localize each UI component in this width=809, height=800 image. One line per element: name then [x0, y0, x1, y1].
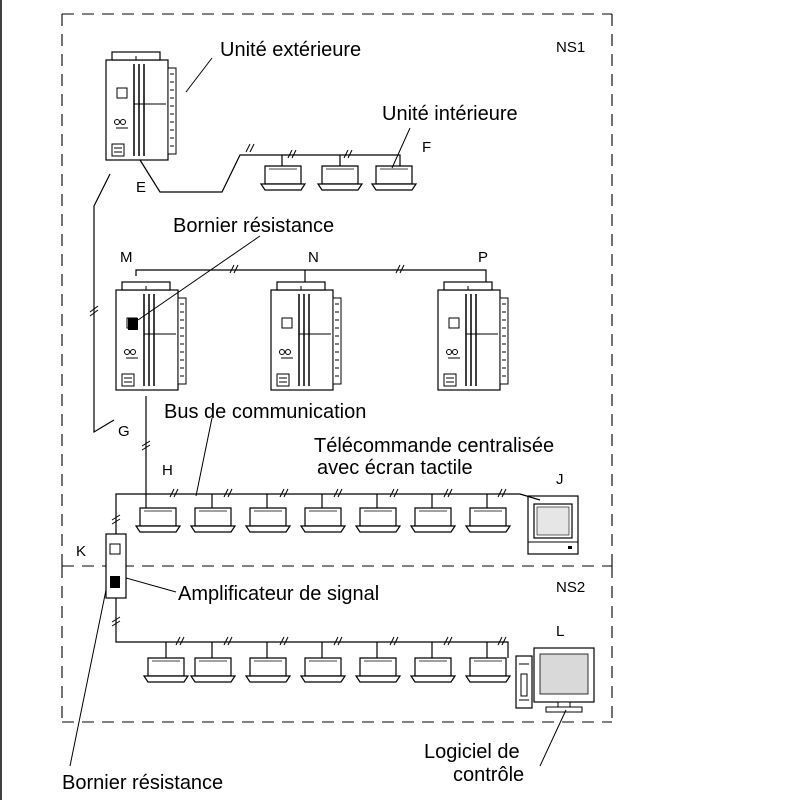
indoor-unit [371, 165, 417, 191]
letter-e: E [136, 179, 146, 196]
indoor-unit [143, 657, 189, 683]
zone-ns1-boundary [61, 13, 613, 566]
indoor-unit [135, 507, 181, 533]
outdoor-unit-p [437, 281, 509, 391]
indoor-unit [465, 657, 511, 683]
callout-leaders [69, 57, 567, 767]
letter-h: H [162, 462, 173, 479]
indoor-unit [410, 507, 456, 533]
zone-ns2-label: NS2 [556, 579, 585, 596]
letter-n: N [308, 249, 319, 266]
indoor-unit [245, 507, 291, 533]
indoor-unit [300, 507, 346, 533]
label-signal-amplifier: Amplificateur de signal [178, 583, 379, 605]
indoor-unit [355, 657, 401, 683]
indoor-unit [190, 657, 236, 683]
indoor-unit [465, 507, 511, 533]
label-control-software-line2: contrôle [453, 764, 524, 786]
indoor-unit [245, 657, 291, 683]
label-central-remote-line1: Télécommande centralisée [314, 435, 554, 457]
wire-break-marks [89, 143, 507, 646]
letter-f: F [422, 139, 431, 156]
letter-m: M [120, 249, 133, 266]
label-resistor-terminal-bottom: Bornier résistance [62, 772, 223, 794]
letter-k: K [76, 543, 86, 560]
indoor-unit [300, 657, 346, 683]
letter-p: P [478, 249, 488, 266]
label-central-remote-line2: avec écran tactile [317, 457, 473, 479]
label-control-software-line1: Logiciel de [424, 741, 520, 763]
zone-ns2-boundary [61, 565, 613, 723]
label-indoor-unit: Unité intérieure [382, 103, 518, 125]
control-pc [515, 647, 595, 713]
outdoor-unit-m [115, 281, 187, 391]
letter-g: G [118, 423, 130, 440]
label-outdoor-unit: Unité extérieure [220, 39, 361, 61]
indoor-unit [260, 165, 306, 191]
signal-amplifier [105, 533, 127, 599]
letter-l: L [556, 623, 564, 640]
resistor-terminal-marker [128, 318, 138, 330]
indoor-unit [317, 165, 363, 191]
indoor-unit [410, 657, 456, 683]
outdoor-unit-n [270, 281, 342, 391]
zone-ns1-label: NS1 [556, 39, 585, 56]
indoor-unit [190, 507, 236, 533]
letter-j: J [556, 471, 564, 488]
indoor-unit [355, 507, 401, 533]
outdoor-unit-e [105, 51, 177, 161]
label-resistor-terminal-top: Bornier résistance [173, 215, 334, 237]
central-remote-touchscreen [527, 495, 579, 555]
label-communication-bus: Bus de communication [164, 401, 366, 423]
